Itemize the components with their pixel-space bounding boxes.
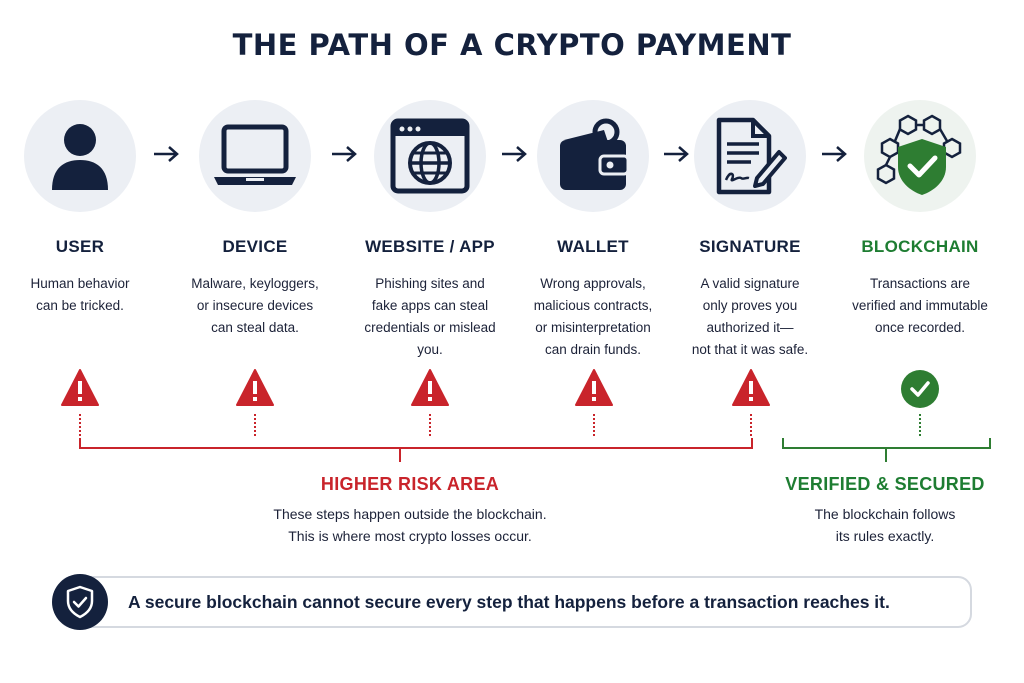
dotted-connector [254,414,260,436]
arrow-right-icon [154,146,179,162]
step-icon-circle [374,100,486,212]
user-icon [52,124,108,190]
step-website-app: WEBSITE / APP Phishing sites and fake ap… [345,100,515,361]
step-icon-circle [24,100,136,212]
step-description: Transactions are verified and immutable … [852,276,988,335]
step-name: WEBSITE / APP [365,237,495,256]
arrow-right-icon [332,146,357,162]
summary-banner [58,576,972,628]
verified-title: VERIFIED & SECURED [785,474,985,494]
dotted-connector [79,414,85,436]
step-blockchain: BLOCKCHAIN Transactions are verified and… [835,100,1005,339]
risk-area-title: HIGHER RISK AREA [320,474,500,494]
arrow-right-icon [502,146,527,162]
dotted-connector [429,414,435,436]
step-signature: SIGNATURE A valid signature only proves … [665,100,835,361]
step-description: Human behavior can be tricked. [30,276,130,313]
verified-text: The blockchain follows its rules exactly… [814,506,956,544]
step-wallet: WALLET Wrong approvals, malicious contra… [508,100,678,361]
blockchain-shield-icon [876,114,962,195]
arrow-right-icon [822,146,847,162]
step-icon-circle [694,100,806,212]
step-name: WALLET [557,237,629,256]
step-icon-circle [864,100,976,212]
step-description: Phishing sites and fake apps can steal c… [364,276,496,357]
warning-icon [732,369,770,406]
step-name: SIGNATURE [699,237,801,256]
wallet-icon [560,118,630,190]
step-description: A valid signature only proves you author… [691,276,809,357]
step-name: BLOCKCHAIN [861,237,979,256]
check-icon [901,370,939,408]
shield-check-icon [52,574,108,630]
page-title: THE PATH OF A CRYPTO PAYMENT [232,28,792,62]
step-description: Wrong approvals, malicious contracts, or… [533,276,653,357]
dotted-connector [919,414,925,436]
signed-document-icon [716,117,787,195]
step-icon-circle [199,100,311,212]
step-device: DEVICE Malware, keyloggers, or insecure … [170,100,340,339]
warning-icon [411,369,449,406]
dotted-connector [593,414,599,436]
warning-icon [61,369,99,406]
arrow-right-icon [664,146,689,162]
warning-icon [236,369,274,406]
warning-icon [575,369,613,406]
step-name: DEVICE [222,237,288,256]
step-description: Malware, keyloggers, or insecure devices… [191,276,319,335]
dotted-connector [750,414,756,436]
step-icon-circle [537,100,649,212]
step-name: USER [55,237,105,256]
browser-globe-icon [390,118,470,194]
laptop-icon [214,124,296,185]
risk-area-text: These steps happen outside the blockchai… [273,506,547,544]
summary-banner-text: A secure blockchain cannot secure every … [128,592,890,612]
step-user: USER Human behavior can be tricked. [0,100,165,317]
